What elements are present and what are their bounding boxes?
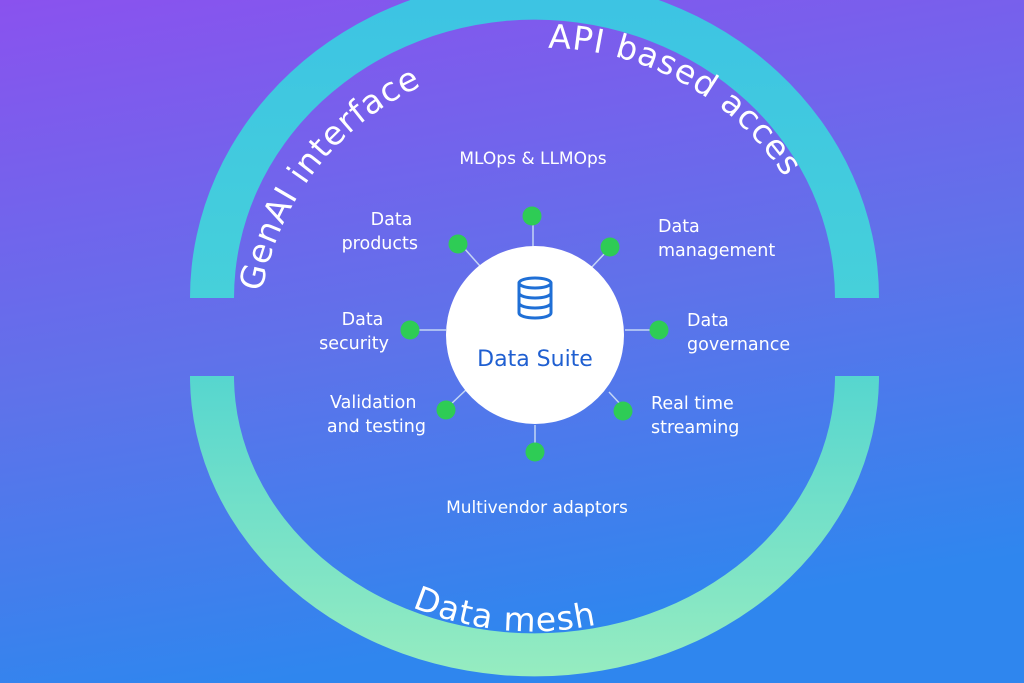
node-real-time [613, 401, 633, 421]
outer-ring-bottom [190, 376, 879, 677]
multivendor-adaptors-caption: Multivendor adaptors [446, 498, 628, 518]
node-validation [436, 400, 456, 420]
node-data-security [400, 320, 420, 340]
mlops-llmops-caption: MLOps & LLMOps [459, 149, 606, 169]
center-title: Data Suite [477, 347, 593, 372]
label-data-governance: Data governance [687, 311, 790, 355]
spoke-nodes [400, 206, 669, 462]
label-validation-testing: Validation and testing [327, 393, 426, 437]
database-icon [517, 276, 553, 320]
node-data-governance [649, 320, 669, 340]
label-data-management: Data management [658, 217, 775, 261]
label-data-security: Data security [319, 310, 389, 354]
node-mlops [522, 206, 542, 226]
center-circle [446, 246, 624, 424]
label-real-time-streaming: Real time streaming [651, 394, 739, 438]
label-data-products: Data products [342, 210, 418, 254]
node-data-products [448, 234, 468, 254]
node-multivendor [525, 442, 545, 462]
node-data-management [600, 237, 620, 257]
